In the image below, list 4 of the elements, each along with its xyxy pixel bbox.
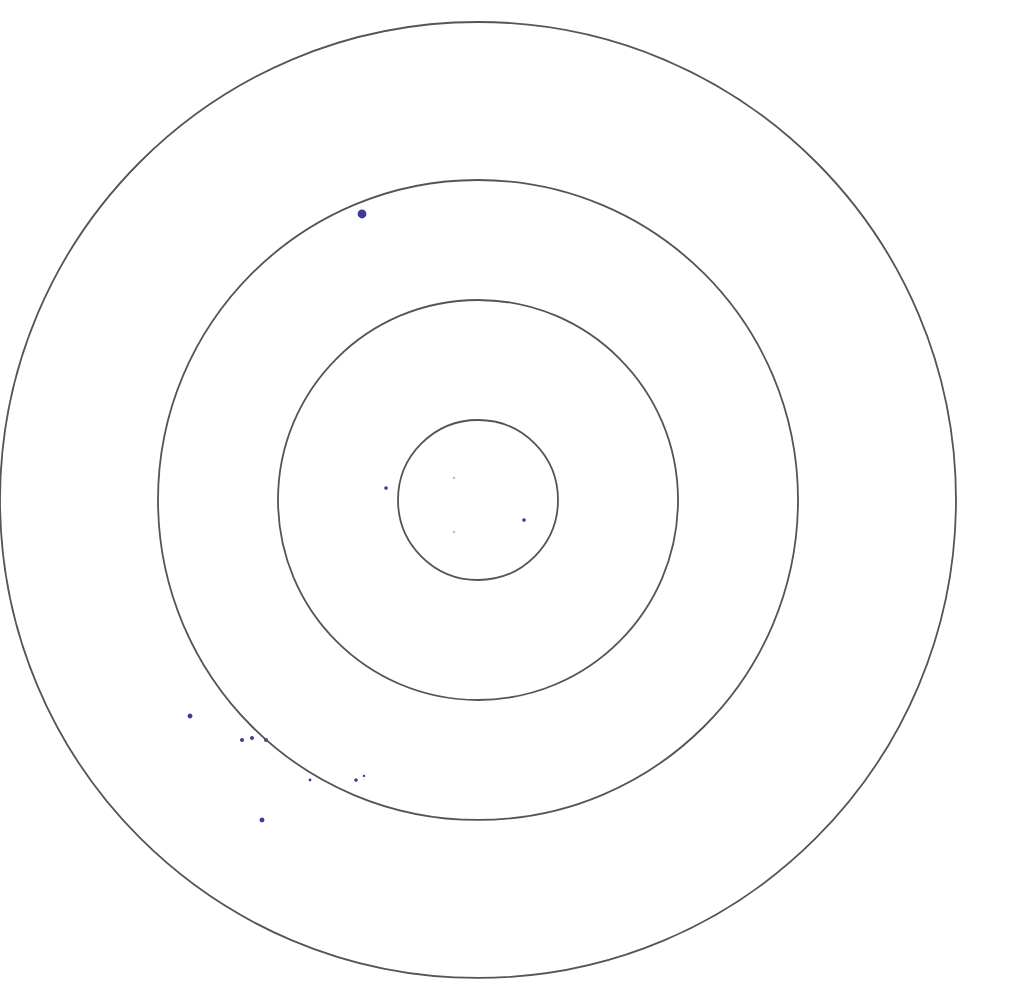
ring-circle	[397, 419, 559, 581]
ring-circle	[0, 21, 957, 979]
ring-circle	[157, 179, 799, 821]
ring-circle	[277, 299, 679, 701]
